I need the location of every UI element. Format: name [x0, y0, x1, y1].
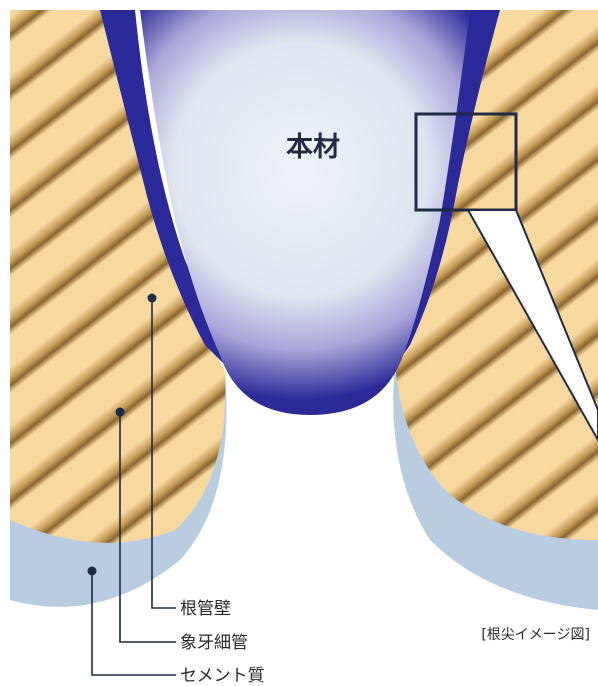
canal-wall-label: 根管壁 — [180, 599, 231, 619]
filling-label: 本材 — [286, 132, 340, 163]
cementum-label: セメント質 — [180, 666, 265, 686]
caption: [根尖イメージ図] — [481, 627, 590, 643]
dentinal-tubule-label: 象牙細管 — [180, 633, 248, 653]
